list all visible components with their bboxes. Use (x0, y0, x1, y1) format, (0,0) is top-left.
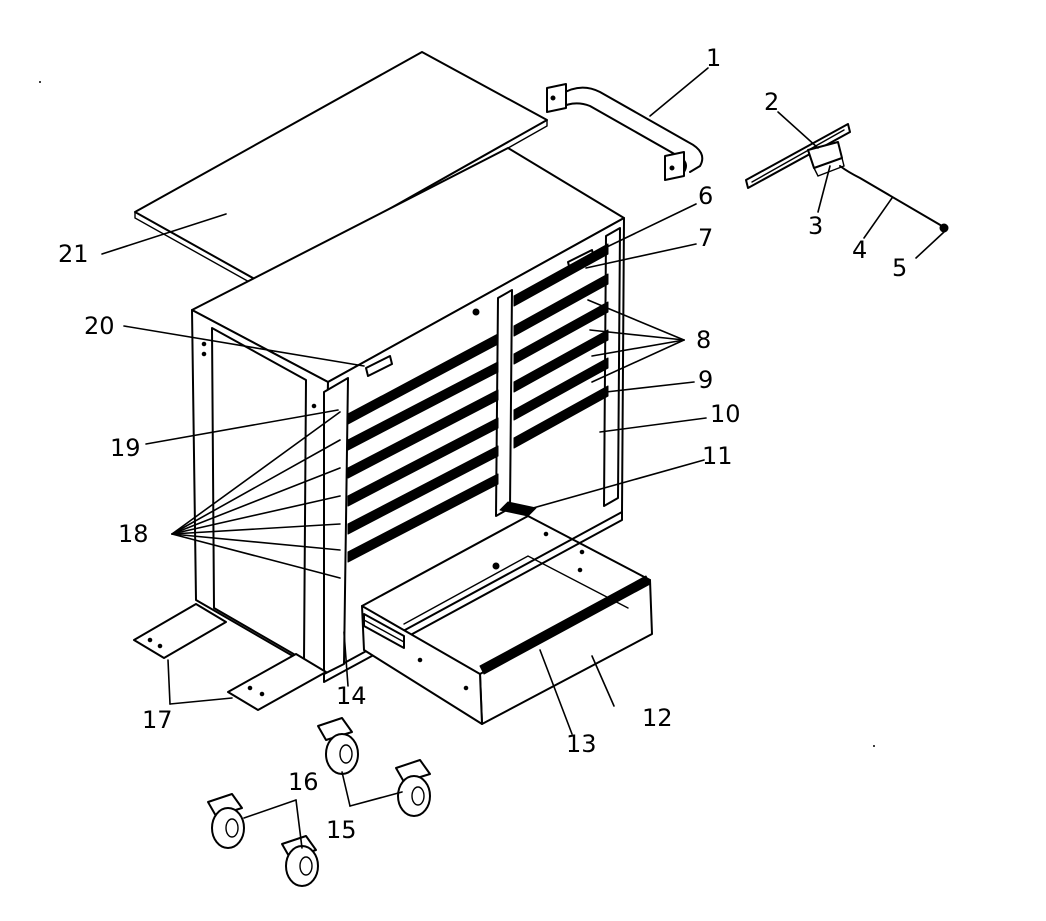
latch-part-3 (807, 141, 845, 177)
lock-rod-part-4 (839, 165, 943, 227)
callout-14: 14 (336, 682, 367, 710)
caster-part-15b (395, 759, 431, 817)
callout-4: 4 (852, 236, 867, 264)
callout-6: 6 (698, 182, 713, 210)
callout-19: 19 (110, 434, 141, 462)
caster-part-16a (207, 793, 245, 849)
callout-11: 11 (702, 442, 733, 470)
callout-20: 20 (84, 312, 115, 340)
callout-21: 21 (58, 240, 89, 268)
callout-13: 13 (566, 730, 597, 758)
left-drawer-rails-part-18 (347, 333, 499, 563)
drawer-part-12 (361, 501, 653, 725)
feet-brackets-part-17 (133, 603, 327, 711)
callout-12: 12 (642, 704, 673, 732)
callout-17: 17 (142, 706, 173, 734)
knob-part-5 (939, 223, 949, 233)
callout-1: 1 (706, 44, 721, 72)
caster-part-16b (281, 835, 319, 887)
callout-16: 16 (288, 768, 319, 796)
callout-5: 5 (892, 254, 907, 282)
callout-10: 10 (710, 400, 741, 428)
callout-labels: 1 2 3 4 5 6 7 8 9 10 11 12 13 14 15 16 1… (58, 44, 907, 844)
callout-3: 3 (808, 212, 823, 240)
callout-9: 9 (698, 366, 713, 394)
callout-2: 2 (764, 88, 779, 116)
right-drawer-rails-part-8 (513, 243, 609, 449)
caster-part-15a (317, 717, 359, 775)
speck (873, 745, 875, 747)
leader-lines (101, 67, 945, 849)
handle-part-1 (546, 83, 704, 181)
lock-bar-part-2 (745, 123, 851, 189)
callout-8: 8 (696, 326, 711, 354)
speck (39, 81, 41, 83)
callout-7: 7 (698, 224, 713, 252)
callout-15: 15 (326, 816, 357, 844)
cabinet-body (191, 147, 625, 683)
callout-18: 18 (118, 520, 149, 548)
